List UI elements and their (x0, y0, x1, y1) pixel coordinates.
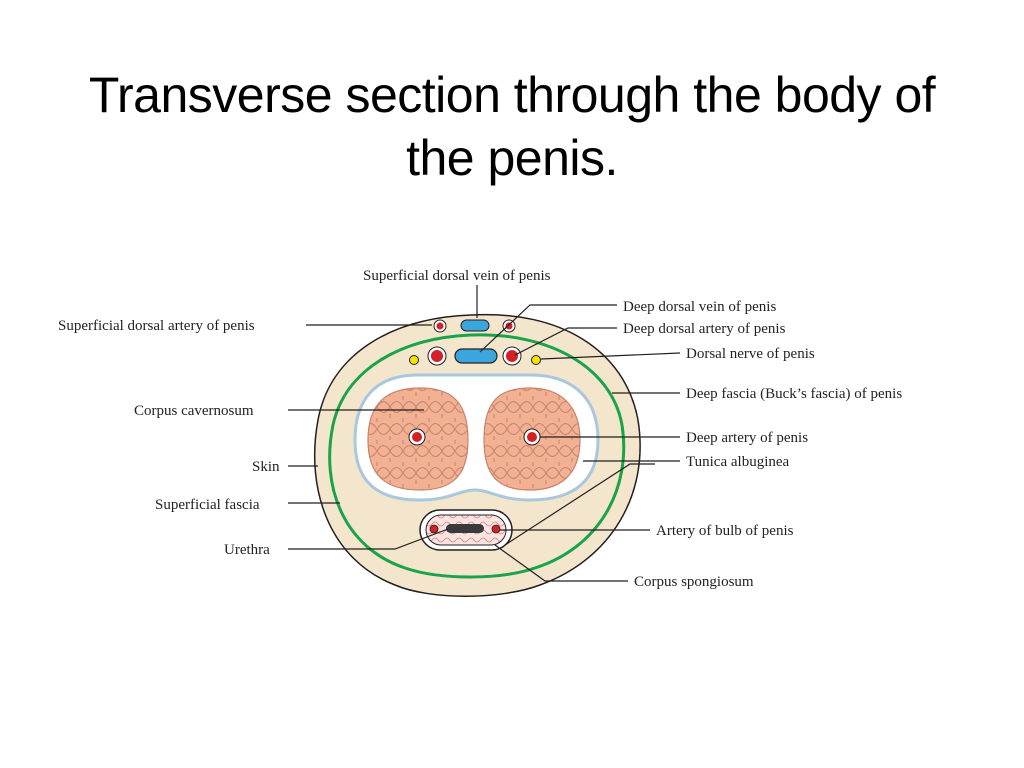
deep-dorsal-artery-right (502, 346, 522, 366)
artery-of-bulb-left (429, 524, 439, 534)
corpus-spongiosum (419, 509, 513, 551)
dorsal-nerve-right (531, 355, 541, 365)
artery-of-bulb-right (491, 524, 501, 534)
label-superficial-fascia: Superficial fascia (155, 497, 260, 513)
label-superficial-dorsal-artery: Superficial dorsal artery of penis (58, 318, 255, 334)
label-deep-artery: Deep artery of penis (686, 430, 808, 446)
leader-lines (288, 285, 681, 582)
deep-artery-left (408, 428, 426, 446)
label-corpus-spongiosum: Corpus spongiosum (634, 574, 754, 590)
label-deep-fascia: Deep fascia (Buck’s fascia) of penis (686, 386, 902, 402)
label-skin: Skin (252, 459, 280, 475)
slide-title-line-1: Transverse section through the body of (88, 66, 936, 123)
slide-title: Transverse section through the body of t… (40, 64, 984, 190)
label-corpus-cavernosum: Corpus cavernosum (134, 403, 254, 419)
deep-artery-right (523, 428, 541, 446)
deep-fascia-ring (328, 333, 626, 579)
deep-dorsal-vein (454, 348, 498, 364)
superficial-dorsal-artery-left (433, 319, 447, 333)
urethra-lumen (446, 524, 484, 533)
slide-title-line-2: the penis. (406, 129, 618, 186)
label-deep-dorsal-vein: Deep dorsal vein of penis (623, 299, 776, 315)
label-deep-dorsal-artery: Deep dorsal artery of penis (623, 321, 786, 337)
deep-dorsal-artery-left (427, 346, 447, 366)
label-urethra: Urethra (224, 542, 270, 558)
superficial-dorsal-vein (460, 319, 490, 332)
label-artery-of-bulb: Artery of bulb of penis (656, 523, 794, 539)
dorsal-nerve-left (409, 355, 419, 365)
label-superficial-dorsal-vein: Superficial dorsal vein of penis (363, 268, 551, 284)
superficial-dorsal-artery-right (502, 319, 516, 333)
label-dorsal-nerve: Dorsal nerve of penis (686, 346, 815, 362)
label-tunica-albuginea: Tunica albuginea (686, 454, 790, 470)
